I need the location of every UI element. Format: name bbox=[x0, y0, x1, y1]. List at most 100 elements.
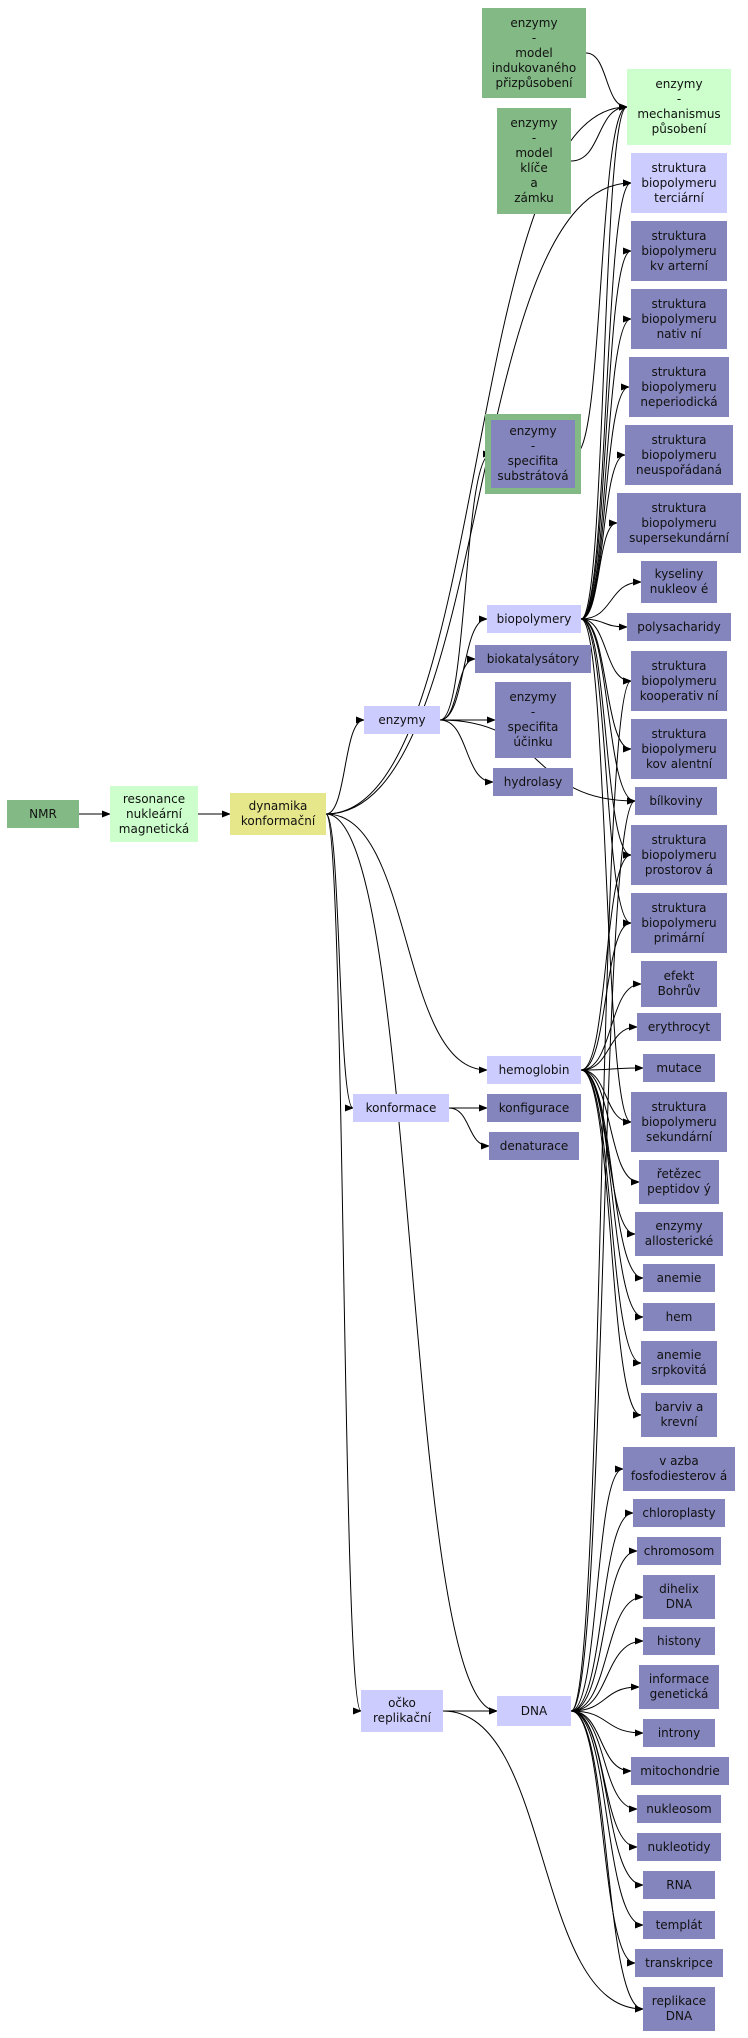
node-rna[interactable]: RNA bbox=[643, 1871, 715, 1899]
node-bohr[interactable]: efekt Bohrův bbox=[641, 961, 717, 1007]
node-konfigurace[interactable]: konfigurace bbox=[487, 1094, 581, 1122]
edge-biopolymery-kyseliny bbox=[580, 578, 642, 620]
edge-specifita_substratova-mechanismus bbox=[574, 103, 628, 455]
node-anemie-srpkovita[interactable]: anemie srpkovitá bbox=[641, 1341, 717, 1385]
edge-dna-transkripce bbox=[570, 1710, 636, 1967]
edge-biopolymery-supersekundarni bbox=[580, 519, 618, 620]
node-transkripce[interactable]: transkripce bbox=[635, 1949, 723, 1977]
edge-hemoglobin-anemie bbox=[580, 1069, 644, 1282]
node-hemoglobin[interactable]: hemoglobin bbox=[487, 1056, 581, 1084]
node-terciarni[interactable]: struktura biopolymeru terciární bbox=[631, 153, 727, 213]
node-mutace[interactable]: mutace bbox=[643, 1054, 715, 1082]
node-model-indukovany[interactable]: enzymy - model indukovaného přizpůsobení bbox=[482, 8, 586, 98]
node-biokatalyzatory[interactable]: biokatalysátory bbox=[475, 645, 591, 673]
node-nukleosom[interactable]: nukleosom bbox=[637, 1795, 721, 1823]
edge-dynamika-enzymy bbox=[325, 716, 365, 815]
node-enzymy[interactable]: enzymy bbox=[364, 706, 440, 734]
edge-dna-vazba bbox=[570, 1465, 624, 1712]
edge-hemoglobin-barviva bbox=[580, 1069, 642, 1419]
node-erythrocyt[interactable]: erythrocyt bbox=[637, 1013, 721, 1041]
node-prostorova[interactable]: struktura biopolymeru prostorov á bbox=[631, 825, 727, 885]
node-primarni[interactable]: struktura biopolymeru primární bbox=[631, 893, 727, 953]
node-kovalentni[interactable]: struktura biopolymeru kov alentní bbox=[631, 719, 727, 779]
edge-dna-templat bbox=[570, 1710, 644, 1929]
node-nukleotidy[interactable]: nukleotidy bbox=[637, 1833, 721, 1861]
edge-enzymy-biokatalyzatory bbox=[439, 655, 476, 721]
edge-biopolymery-kvarterni bbox=[580, 247, 632, 620]
edge-ocko-replikace bbox=[442, 1710, 644, 2013]
node-mechanismus[interactable]: enzymy - mechanismus působení bbox=[627, 69, 731, 145]
edge-dna-dihelix bbox=[570, 1593, 644, 1712]
edge-biopolymery-terciarni bbox=[580, 179, 632, 620]
edge-enzymy-specifita_substratova bbox=[439, 450, 492, 721]
edge-dna-replikace bbox=[570, 1710, 644, 2013]
node-anemie[interactable]: anemie bbox=[643, 1264, 715, 1292]
edge-dna-introny bbox=[570, 1710, 644, 1737]
edge-biopolymery-polysacharidy bbox=[580, 618, 628, 631]
node-templat[interactable]: templát bbox=[643, 1911, 715, 1939]
edge-biopolymery-bilkoviny bbox=[580, 618, 636, 805]
node-retezec[interactable]: řetězec peptidov ý bbox=[639, 1160, 719, 1204]
node-rezonance[interactable]: resonance nukleární magnetická bbox=[110, 786, 198, 842]
node-bilkoviny[interactable]: bílkoviny bbox=[635, 787, 717, 815]
edge-dynamika-konformace bbox=[325, 813, 354, 1112]
node-specifita-substratova[interactable]: enzymy - specifita substrátová bbox=[485, 414, 581, 494]
node-introny[interactable]: introny bbox=[643, 1719, 715, 1747]
node-neusporadana[interactable]: struktura biopolymeru neuspořádaná bbox=[625, 425, 733, 485]
node-kvarterni[interactable]: struktura biopolymeru kv arterní bbox=[631, 221, 727, 281]
node-denaturace[interactable]: denaturace bbox=[489, 1132, 579, 1160]
node-barviva[interactable]: barviv a krevní bbox=[641, 1393, 717, 1437]
node-konformace[interactable]: konformace bbox=[353, 1094, 449, 1122]
edge-hemoglobin-mutace bbox=[580, 1064, 644, 1072]
edge-biopolymery-mechanismus bbox=[580, 103, 628, 620]
node-ocko-replikacni[interactable]: očko replikační bbox=[361, 1690, 443, 1732]
node-informace[interactable]: informace genetická bbox=[639, 1665, 719, 1709]
edge-dna-mitochondrie bbox=[570, 1710, 632, 1775]
edge-hemoglobin-anemie_srp bbox=[580, 1069, 642, 1367]
edge-model_indukovany-mechanismus bbox=[585, 52, 628, 111]
edge-biopolymery-prostorova bbox=[580, 618, 632, 859]
edge-dna-nukleosom bbox=[570, 1710, 638, 1813]
node-vazba[interactable]: v azba fosfodiesterov á bbox=[623, 1447, 735, 1491]
node-dynamika[interactable]: dynamika konformační bbox=[230, 793, 326, 835]
node-sekundarni[interactable]: struktura biopolymeru sekundární bbox=[631, 1092, 727, 1152]
node-allostericke[interactable]: enzymy allosterické bbox=[635, 1212, 723, 1256]
node-hem[interactable]: hem bbox=[643, 1303, 715, 1331]
node-chromosom[interactable]: chromosom bbox=[637, 1537, 721, 1565]
edge-hemoglobin-sekundarni bbox=[580, 1069, 632, 1126]
edge-dna-kooperativni bbox=[570, 677, 632, 1712]
edge-dynamika-ocko bbox=[325, 813, 362, 1715]
node-replikace[interactable]: replikace DNA bbox=[643, 1987, 715, 2031]
edge-model_klic-mechanismus bbox=[570, 103, 628, 162]
edge-hemoglobin-retezec bbox=[580, 1069, 640, 1186]
node-hydrolasy[interactable]: hydrolasy bbox=[493, 768, 573, 796]
node-polysacharidy[interactable]: polysacharidy bbox=[627, 613, 731, 641]
edge-biopolymery-neperiodicka bbox=[580, 383, 630, 620]
node-model-klic[interactable]: enzymy - model klíče a zámku bbox=[497, 108, 571, 214]
node-supersekundarni[interactable]: struktura biopolymeru supersekundární bbox=[617, 493, 741, 553]
node-dihelix[interactable]: dihelix DNA bbox=[643, 1575, 715, 1619]
edge-biopolymery-nativni bbox=[580, 315, 632, 620]
node-nmr[interactable]: NMR bbox=[7, 800, 79, 828]
edge-biopolymery-kovalentni bbox=[580, 618, 632, 753]
node-mitochondrie[interactable]: mitochondrie bbox=[631, 1757, 729, 1785]
node-chloroplasty[interactable]: chloroplasty bbox=[633, 1499, 725, 1527]
edge-dna-histony bbox=[570, 1637, 644, 1712]
edge-dna-bilkoviny bbox=[570, 797, 636, 1712]
edge-hemoglobin-primarni bbox=[580, 919, 632, 1071]
edge-dna-informace bbox=[570, 1683, 640, 1712]
node-histony[interactable]: histony bbox=[643, 1627, 715, 1655]
node-neperiodicka[interactable]: struktura biopolymeru neperiodická bbox=[629, 357, 729, 417]
node-kooperativni[interactable]: struktura biopolymeru kooperativ ní bbox=[631, 651, 727, 711]
edge-enzymy-bilkoviny bbox=[439, 719, 636, 805]
node-dna[interactable]: DNA bbox=[497, 1696, 571, 1726]
node-specifita-ucinku[interactable]: enzymy - specifita účinku bbox=[495, 682, 571, 758]
node-biopolymery[interactable]: biopolymery bbox=[487, 605, 581, 633]
node-kyseliny[interactable]: kyseliny nukleov é bbox=[641, 561, 717, 603]
edge-dynamika-hemoglobin bbox=[325, 813, 488, 1074]
edge-enzymy-hydrolasy bbox=[439, 719, 494, 786]
edge-dna-rna bbox=[570, 1710, 644, 1889]
node-nativni[interactable]: struktura biopolymeru nativ ní bbox=[631, 289, 727, 349]
